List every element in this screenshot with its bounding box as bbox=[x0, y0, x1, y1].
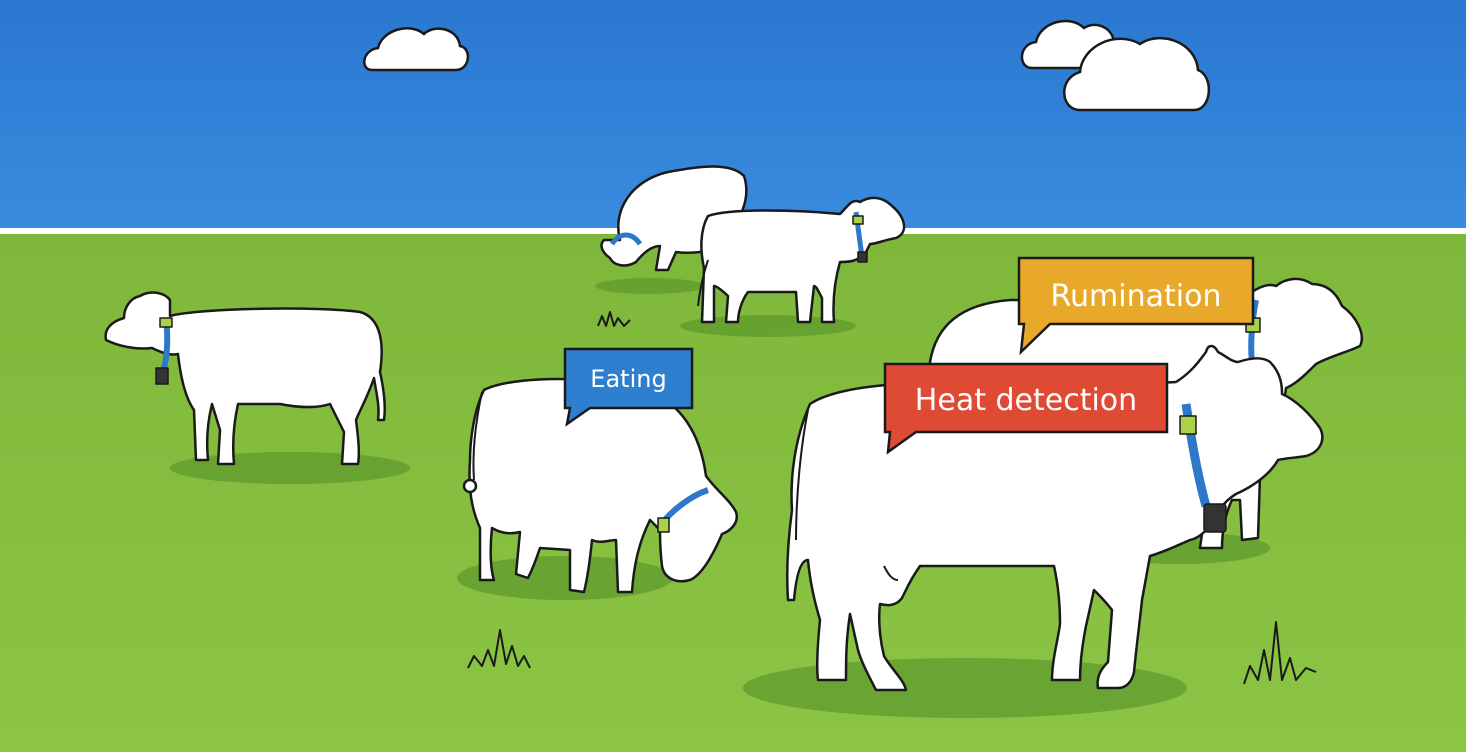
rumination-label: Rumination bbox=[1019, 258, 1253, 340]
heat-detection-label: Heat detection bbox=[885, 364, 1167, 448]
eating-label: Eating bbox=[565, 349, 692, 423]
